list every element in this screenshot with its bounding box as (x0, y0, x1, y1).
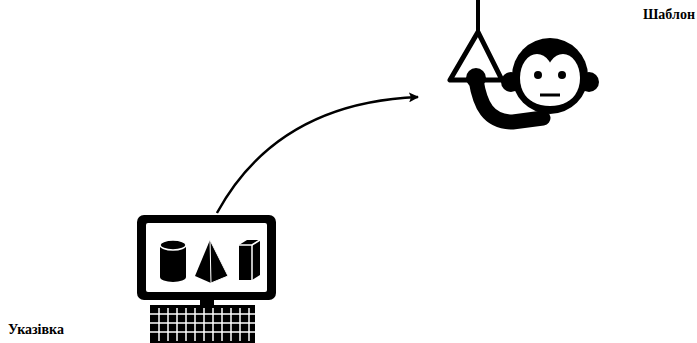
computer-illustration (135, 213, 280, 343)
computer-node: Указівка (135, 213, 280, 343)
node-label: Шаблон (643, 7, 695, 23)
curved-arrow (217, 97, 418, 213)
monkey-node: Шаблон (418, 0, 603, 130)
monkey-illustration (418, 0, 603, 130)
node-label: Указівка (8, 322, 64, 338)
